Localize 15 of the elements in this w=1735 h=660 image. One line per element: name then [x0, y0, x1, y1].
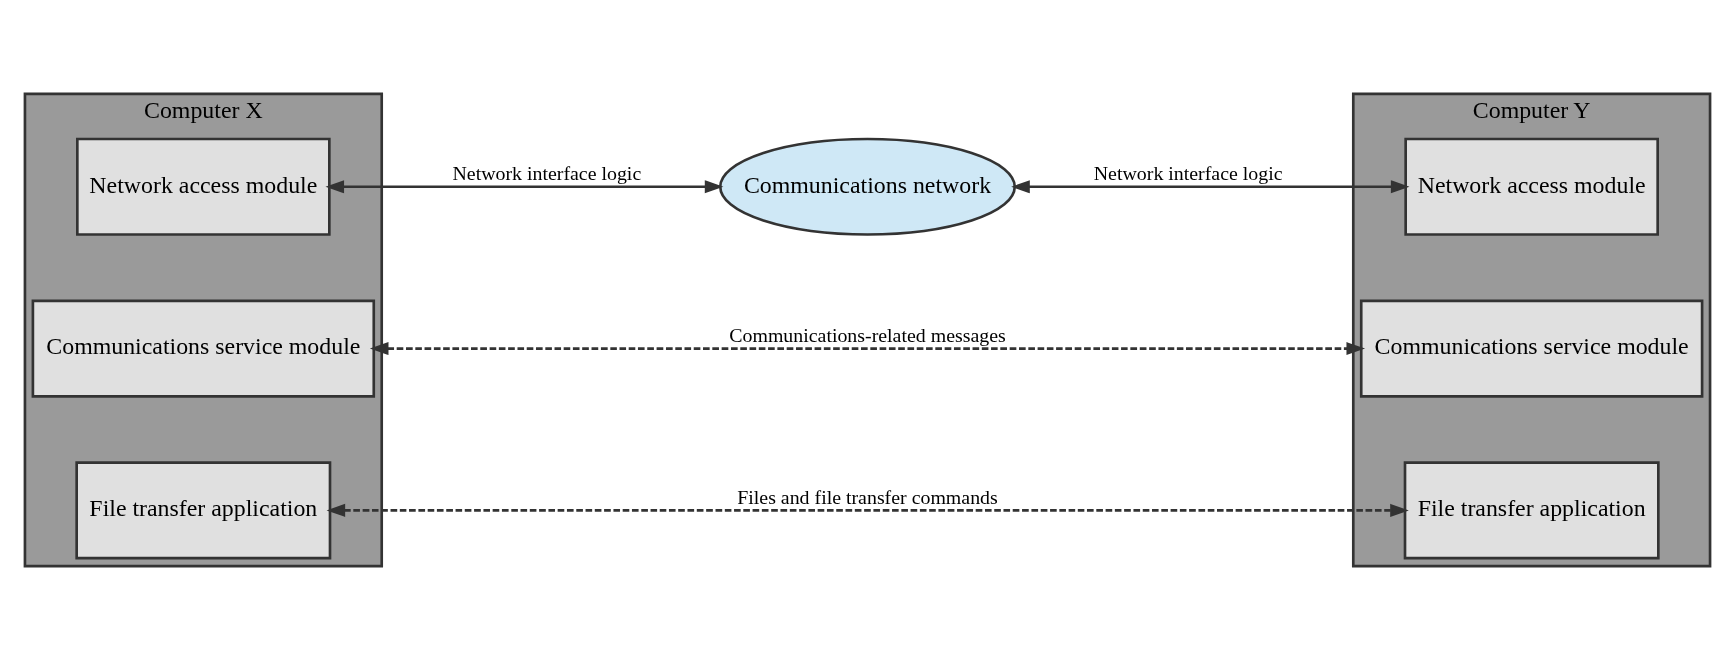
arrow [326, 503, 1409, 517]
arrow [1011, 180, 1410, 194]
arrow [369, 342, 1366, 356]
node-box: Communications service module [31, 299, 376, 398]
node-box: Network access module [1404, 137, 1659, 236]
node-box: File transfer application [1403, 461, 1660, 560]
edge-label: Network interface logic [1093, 162, 1283, 185]
edge-label: Network interface logic [452, 162, 642, 185]
node-box: Network access module [76, 137, 331, 236]
arrow [325, 180, 724, 194]
node-box: File transfer application [75, 461, 332, 560]
node-ellipse: Communications network [718, 137, 1017, 236]
node-box: Communications service module [1359, 299, 1704, 398]
edge-label: Files and file transfer commands [737, 485, 998, 508]
edge-label: Communications-related messages [729, 323, 1006, 346]
